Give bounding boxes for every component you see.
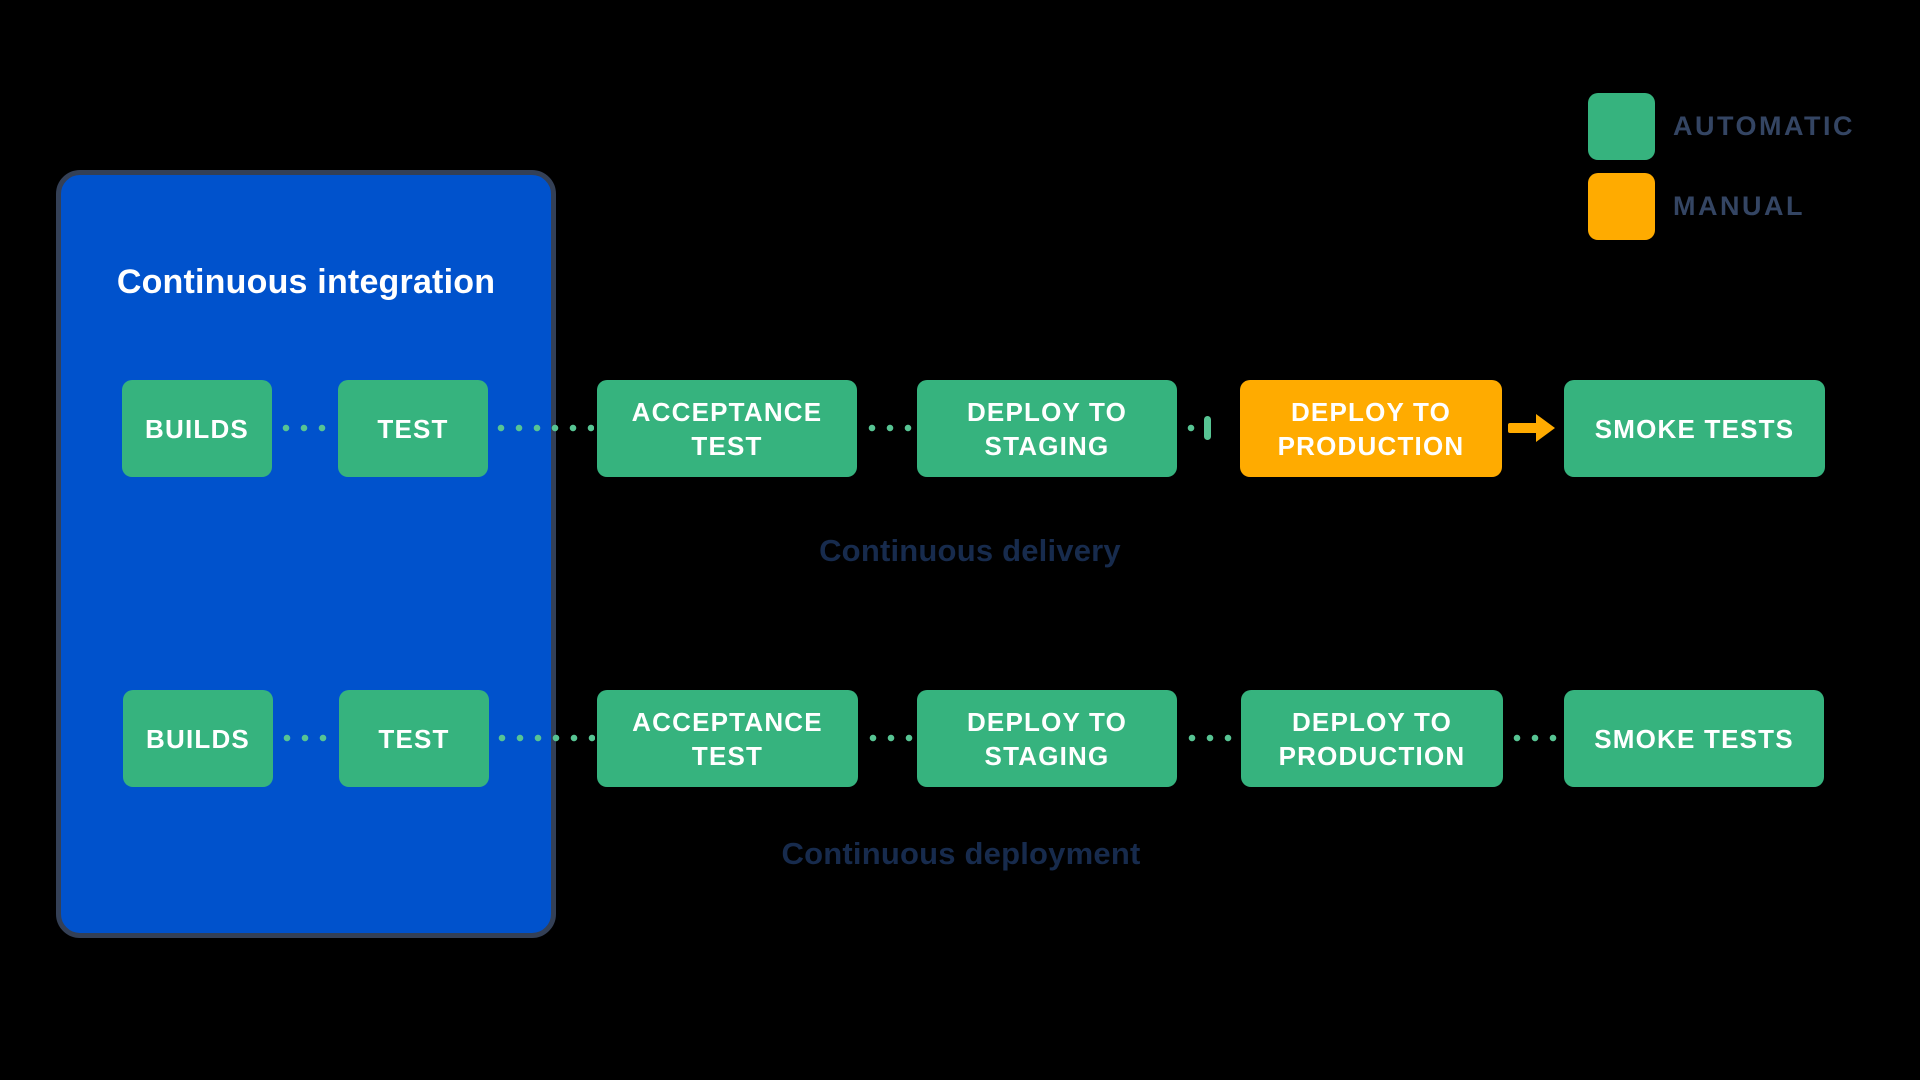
stage-smoke-tests: SMOKE TESTS [1564,380,1825,477]
legend-label: MANUAL [1673,191,1805,221]
pipeline-label-continuous-deployment: Continuous deployment [781,836,1141,871]
dotted-connector [278,733,335,743]
stage-label: SMOKE TESTS [1594,723,1794,754]
stage-builds: BUILDS [122,380,272,477]
stage-deploy-to-staging: DEPLOY TO STAGING [917,690,1177,787]
stage-label: ACCEPTANCE TEST [632,706,823,771]
stage-test: TEST [339,690,489,787]
continuous-integration-container: Continuous integration [56,170,556,938]
stage-builds: BUILDS [123,690,273,787]
manual-color-swatch [1588,173,1655,240]
stage-acceptance-test: ACCEPTANCE TEST [597,380,857,477]
stage-label: TEST [378,723,450,754]
legend-item-automatic: AUTOMATIC [1588,93,1855,160]
stage-smoke-tests: SMOKE TESTS [1564,690,1824,787]
stage-label: SMOKE TESTS [1594,413,1795,444]
stage-deploy-to-staging: DEPLOY TO STAGING [917,380,1177,477]
continuous-integration-title: Continuous integration [116,263,496,301]
stage-label: BUILDS [145,413,249,444]
dotted-connector [492,423,594,433]
dotted-connector [1183,733,1237,743]
stage-label: DEPLOY TO PRODUCTION [1278,706,1466,771]
automatic-color-swatch [1588,93,1655,160]
dotted-connector [277,423,334,433]
dotted-connector [493,733,595,743]
stage-acceptance-test: ACCEPTANCE TEST [597,690,858,787]
stage-label: DEPLOY TO STAGING [966,396,1128,461]
stage-label: DEPLOY TO STAGING [966,706,1128,771]
stage-deploy-to-production: DEPLOY TO PRODUCTION [1240,380,1502,477]
legend: AUTOMATIC MANUAL [1588,93,1855,240]
stage-label: BUILDS [146,723,250,754]
dotted-connector [863,423,913,433]
stage-label: DEPLOY TO PRODUCTION [1277,396,1465,461]
stage-deploy-to-production: DEPLOY TO PRODUCTION [1241,690,1503,787]
dotted-connector [1182,423,1196,433]
stage-test: TEST [338,380,488,477]
manual-gate-bar [1204,416,1211,440]
manual-arrow-icon [1508,413,1556,448]
dotted-connector [864,733,914,743]
stage-label: ACCEPTANCE TEST [631,396,823,461]
dotted-connector [1508,733,1560,743]
legend-item-manual: MANUAL [1588,173,1855,240]
legend-label: AUTOMATIC [1673,111,1855,141]
stage-label: TEST [377,413,449,444]
pipeline-label-continuous-delivery: Continuous delivery [819,533,1121,568]
